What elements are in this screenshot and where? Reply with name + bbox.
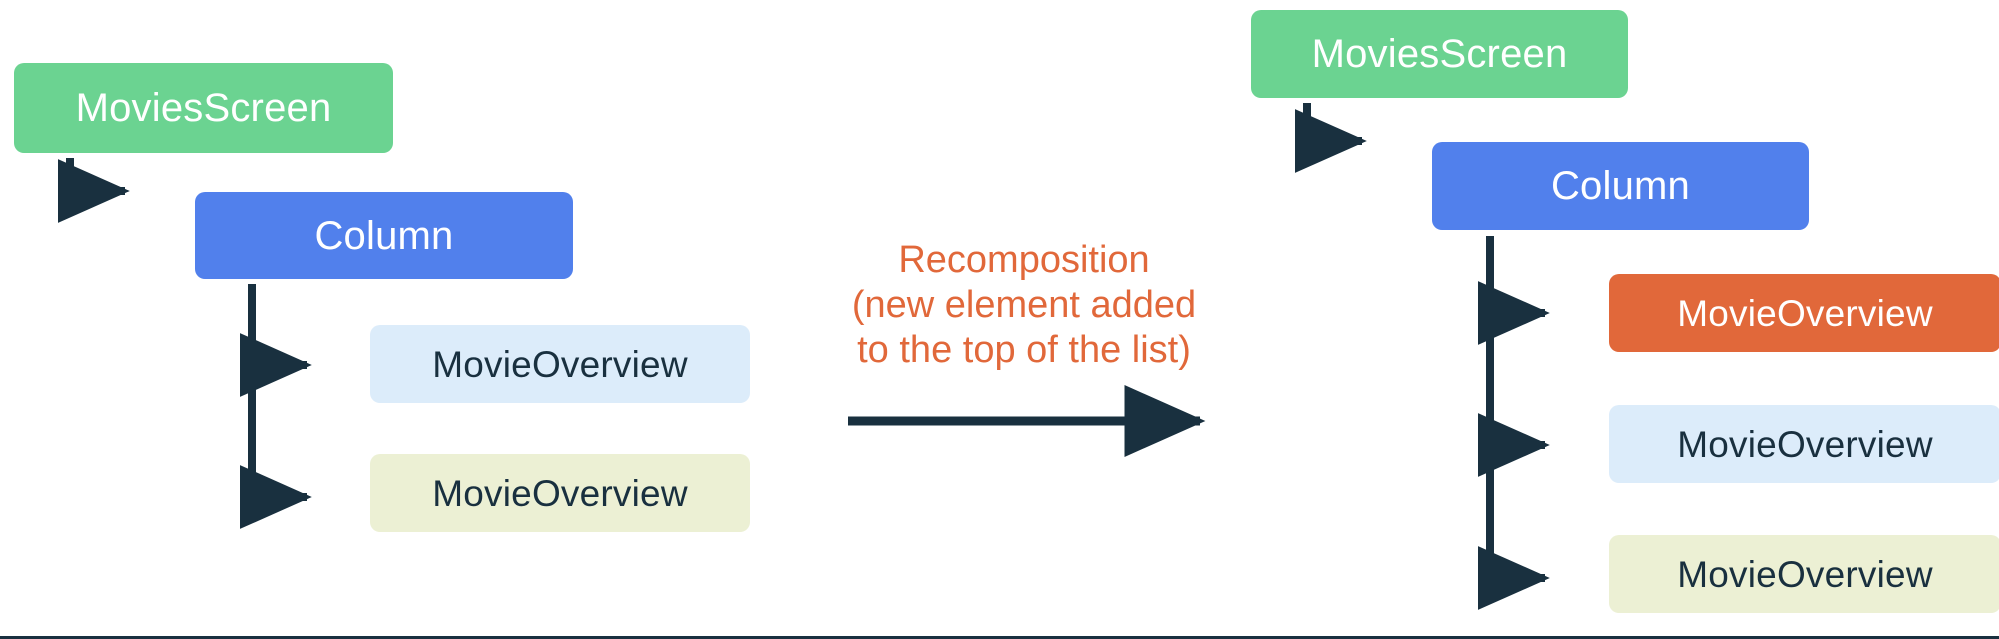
node-label: Column bbox=[1550, 164, 1691, 208]
node-movies-screen-before[interactable]: MoviesScreen bbox=[14, 63, 393, 153]
transition-caption: Recomposition (new element added to the … bbox=[848, 238, 1200, 372]
node-column-before[interactable]: Column bbox=[195, 192, 573, 279]
edge-movies-screen-to-column-before bbox=[57, 158, 130, 223]
node-movie-overview-1-before[interactable]: MovieOverview bbox=[370, 325, 750, 403]
node-label: MovieOverview bbox=[1677, 553, 1933, 595]
node-label: MovieOverview bbox=[432, 343, 688, 385]
caption-line-2: (new element added bbox=[851, 283, 1197, 326]
node-label: MoviesScreen bbox=[1311, 32, 1568, 76]
node-movie-overview-2-before[interactable]: MovieOverview bbox=[370, 454, 750, 532]
edge-movies-screen-to-column-after bbox=[1294, 103, 1367, 173]
node-label: MoviesScreen bbox=[75, 86, 332, 130]
node-movies-screen-after[interactable]: MoviesScreen bbox=[1251, 10, 1628, 98]
edge-column-to-children-before bbox=[239, 284, 312, 529]
node-column-after[interactable]: Column bbox=[1432, 142, 1809, 230]
node-movie-overview-2-after[interactable]: MovieOverview bbox=[1609, 535, 1999, 613]
node-movie-overview-1-after[interactable]: MovieOverview bbox=[1609, 405, 1999, 483]
node-label: MovieOverview bbox=[1677, 423, 1933, 465]
caption-line-3: to the top of the list) bbox=[857, 328, 1191, 371]
node-label: MovieOverview bbox=[432, 472, 688, 514]
edge-column-to-children-after bbox=[1477, 236, 1550, 610]
node-label: MovieOverview bbox=[1677, 292, 1933, 334]
node-label: Column bbox=[314, 213, 454, 258]
caption-line-1: Recomposition bbox=[898, 239, 1150, 281]
node-movie-overview-new-after[interactable]: MovieOverview bbox=[1609, 274, 1999, 352]
